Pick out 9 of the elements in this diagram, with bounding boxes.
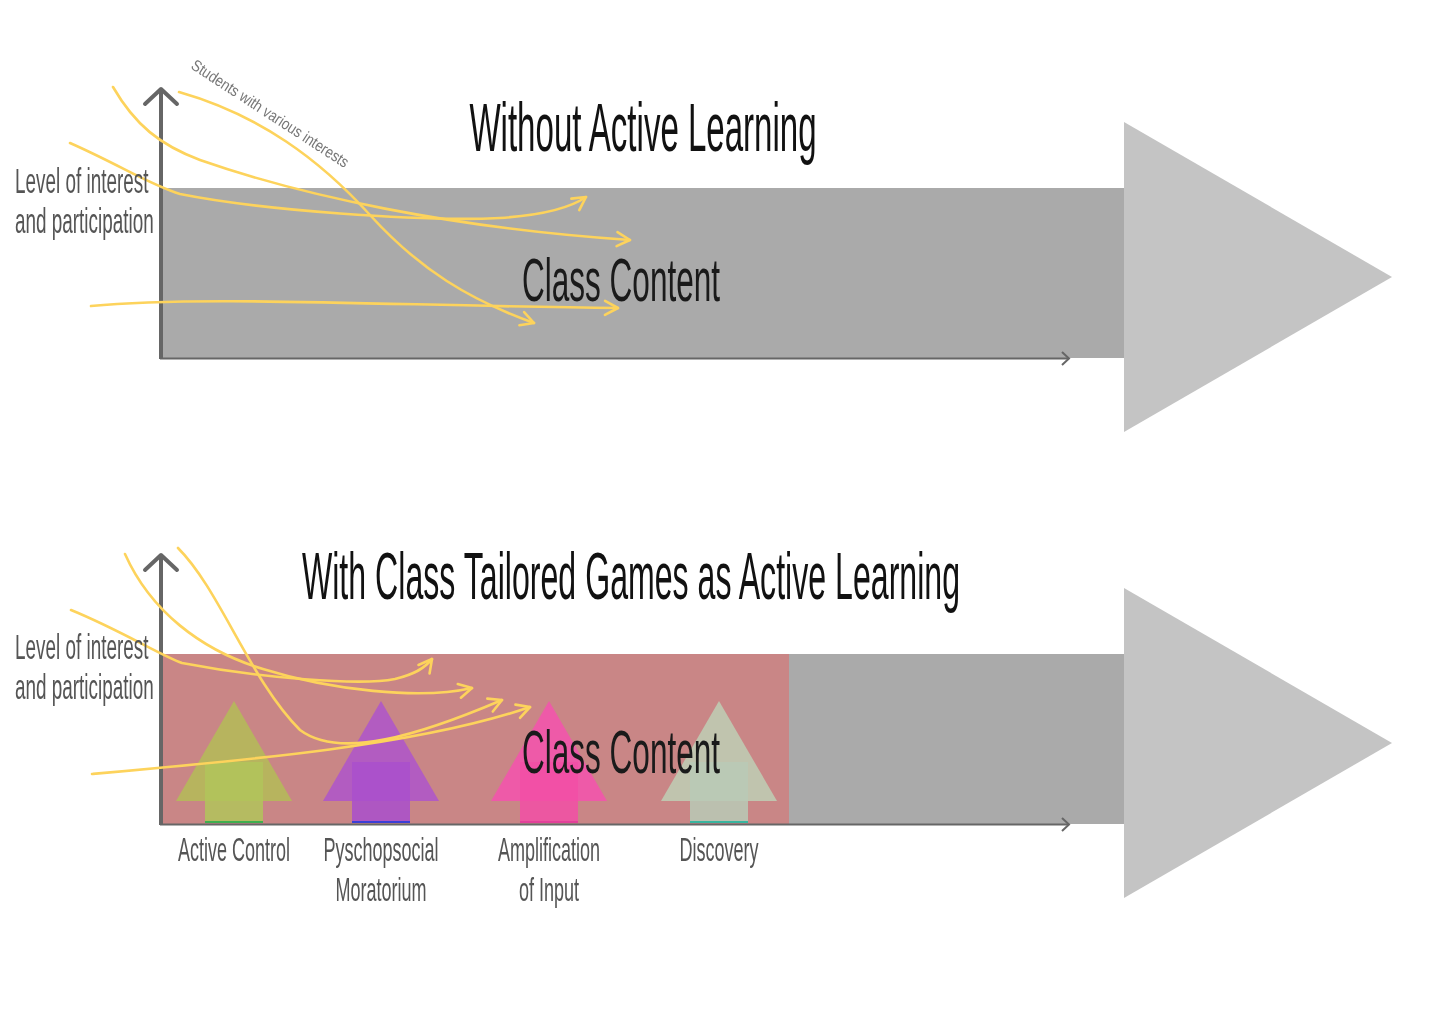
arrow-caption: Discovery — [678, 829, 760, 869]
content-title: Class Content — [521, 721, 721, 783]
content-band — [161, 188, 1124, 358]
content-title: Class Content — [521, 249, 721, 311]
arrow-caption: Pyschopsocial Moratorium — [322, 829, 440, 909]
axis-label: Level of interest and participation — [15, 627, 155, 707]
arrow-caption: Amplification of Input — [497, 829, 601, 909]
axis-label: Level of interest and participation — [15, 161, 155, 241]
arrow-caption: Active Control — [177, 829, 291, 869]
